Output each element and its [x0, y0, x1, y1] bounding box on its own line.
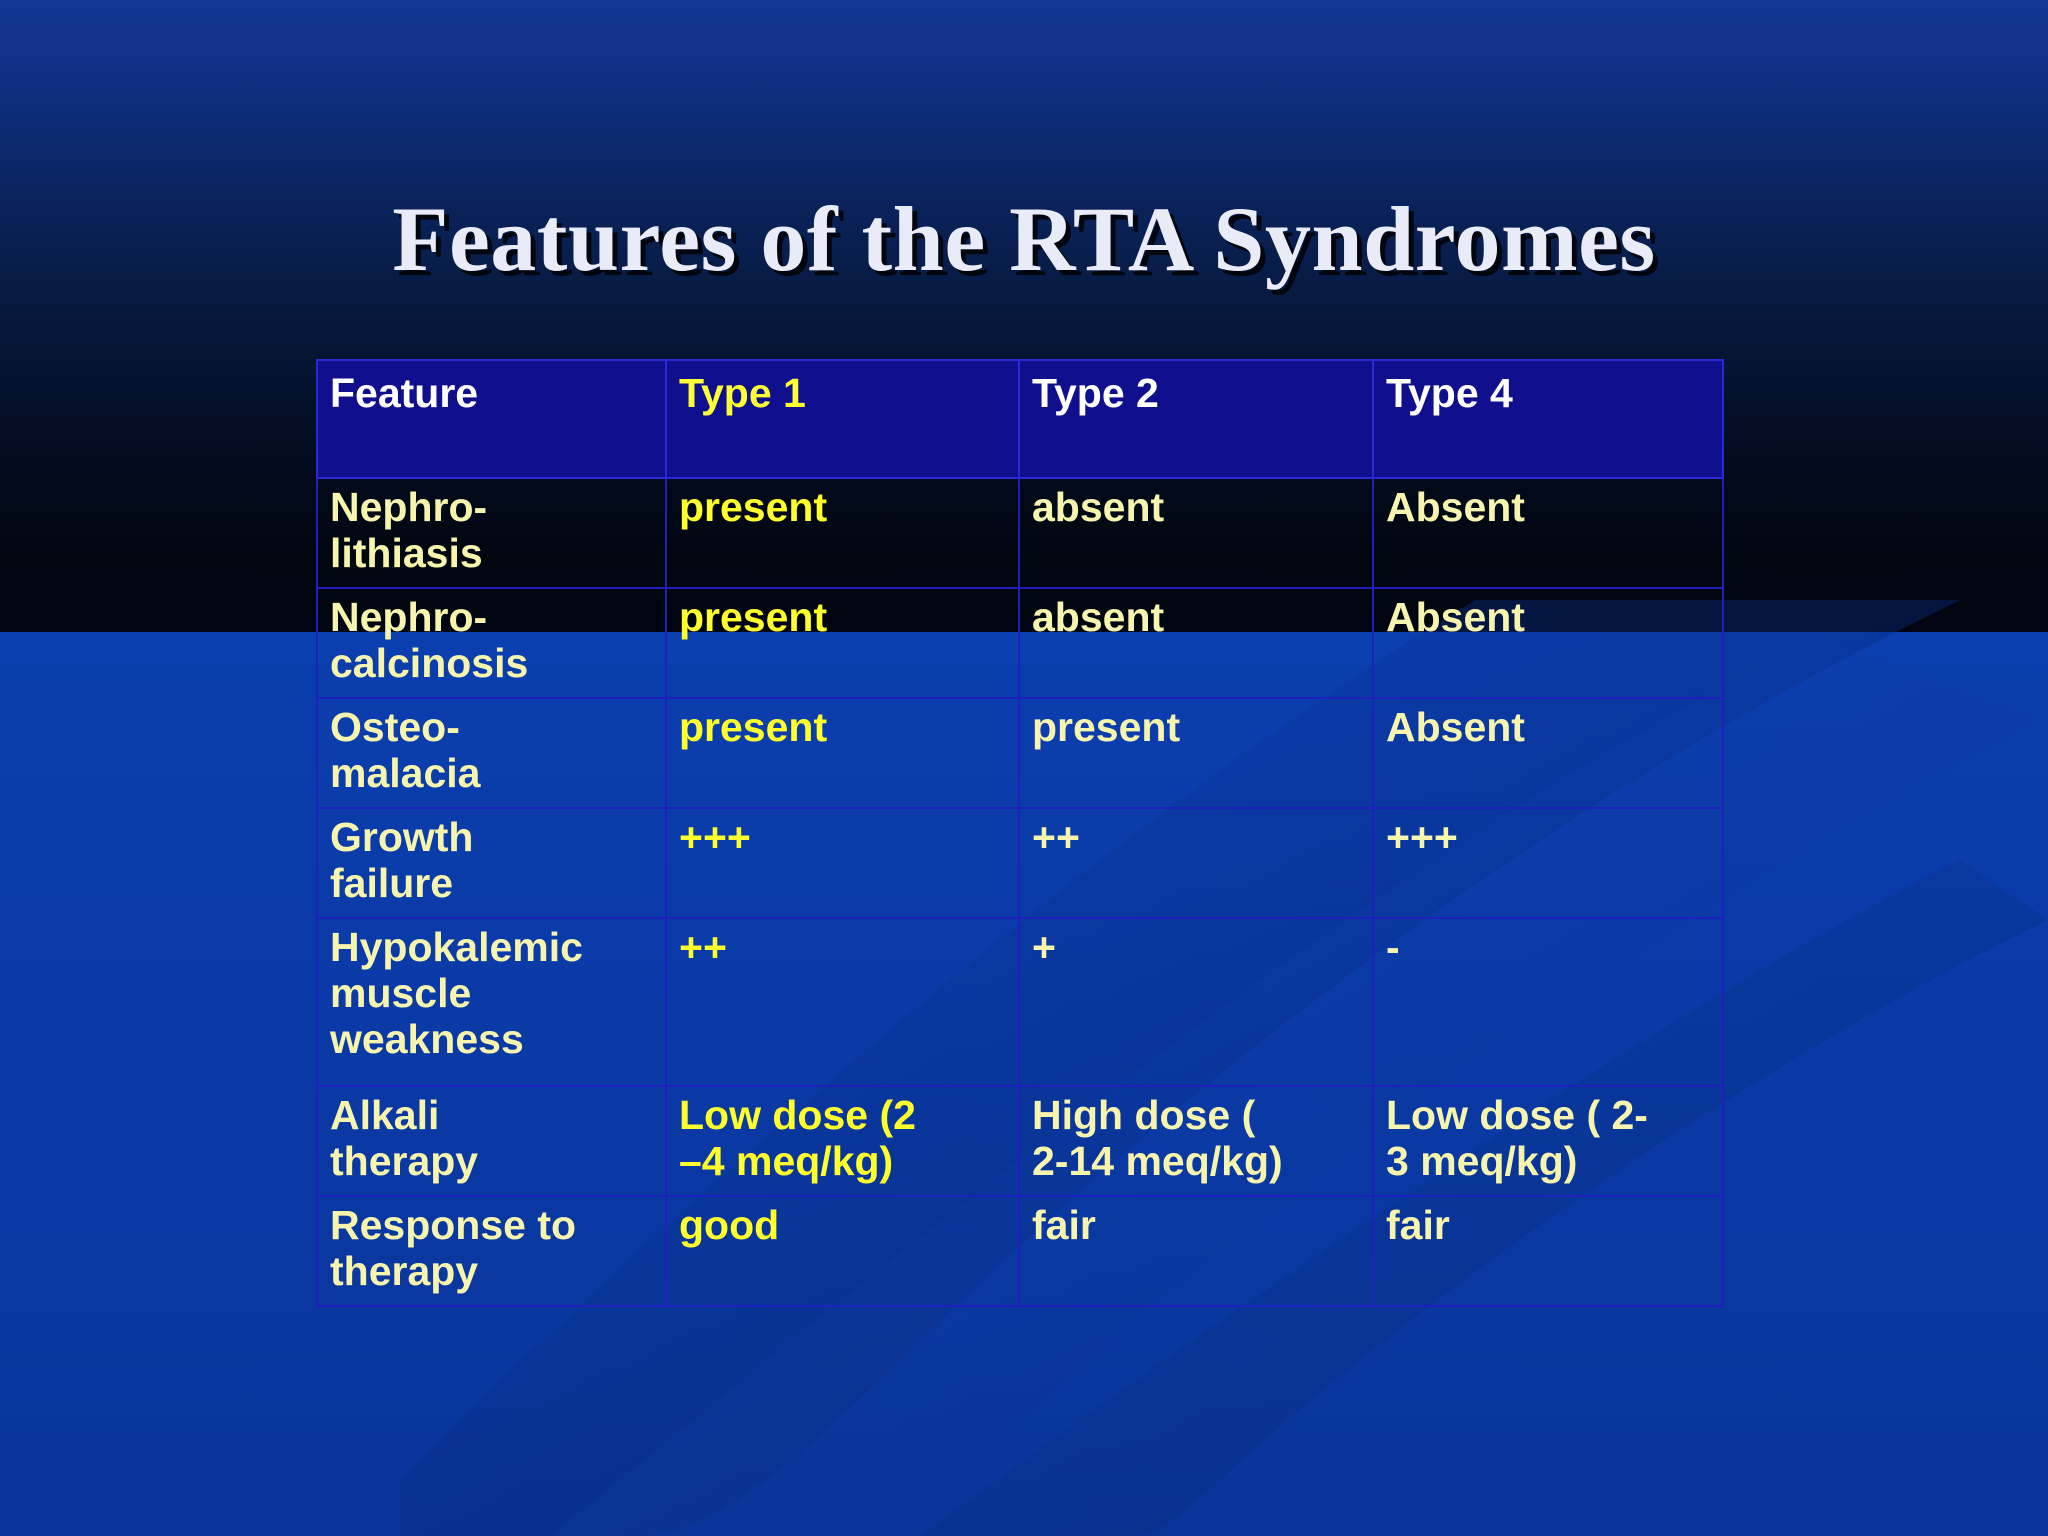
cell-line: therapy: [330, 1247, 479, 1294]
cell-type-2: High dose ( 2-14 meq/kg): [1018, 1085, 1374, 1197]
column-header-type-4: Type 4: [1372, 359, 1724, 479]
cell-line: 3 meq/kg): [1386, 1137, 1578, 1184]
cell-type-1: present: [665, 587, 1020, 699]
cell-type-2: ++: [1018, 807, 1374, 919]
cell-line: muscle: [330, 969, 472, 1016]
table-row: Growth failure +++ ++ +++: [316, 807, 1724, 919]
cell-type-4: fair: [1372, 1195, 1724, 1307]
cell-line: Low dose ( 2-: [1386, 1092, 1648, 1138]
cell-type-4: Low dose ( 2- 3 meq/kg): [1372, 1085, 1724, 1197]
table-row: Alkali therapy Low dose (2 –4 meq/kg) Hi…: [316, 1085, 1724, 1197]
table-header-row: Feature Type 1 Type 2 Type 4: [316, 359, 1724, 479]
cell-line: Growth: [330, 814, 474, 860]
cell-feature: Alkali therapy: [316, 1085, 667, 1197]
cell-line: Osteo-: [330, 704, 460, 750]
cell-type-4: Absent: [1372, 587, 1724, 699]
cell-type-1: good: [665, 1195, 1020, 1307]
cell-type-2: present: [1018, 697, 1374, 809]
cell-line: –4 meq/kg): [679, 1137, 894, 1184]
cell-line: Low dose (2: [679, 1092, 916, 1138]
cell-line: Response to: [330, 1202, 577, 1248]
cell-line: Alkali: [330, 1092, 440, 1138]
cell-line: therapy: [330, 1137, 479, 1184]
cell-feature: Nephro- calcinosis: [316, 587, 667, 699]
page-title: Features of the RTA Syndromes: [392, 187, 1656, 290]
cell-feature: Hypokalemic muscle weakness: [316, 917, 667, 1087]
cell-type-1: present: [665, 477, 1020, 589]
cell-line: 2-14 meq/kg): [1032, 1137, 1283, 1184]
column-header-type-1: Type 1: [665, 359, 1020, 479]
cell-type-1: +++: [665, 807, 1020, 919]
cell-line: lithiasis: [330, 529, 483, 576]
cell-line: Hypokalemic: [330, 924, 583, 970]
cell-type-4: Absent: [1372, 697, 1724, 809]
cell-type-4: Absent: [1372, 477, 1724, 589]
cell-feature: Response to therapy: [316, 1195, 667, 1307]
table-body: Nephro- lithiasis present absent Absent …: [316, 477, 1724, 1307]
table-row: Response to therapy good fair fair: [316, 1195, 1724, 1307]
cell-line: Nephro-: [330, 594, 488, 640]
cell-type-2: absent: [1018, 587, 1374, 699]
cell-type-1: ++: [665, 917, 1020, 1087]
cell-line: Nephro-: [330, 484, 488, 530]
cell-type-1: Low dose (2 –4 meq/kg): [665, 1085, 1020, 1197]
column-header-feature: Feature: [316, 359, 667, 479]
cell-type-2: fair: [1018, 1195, 1374, 1307]
cell-line: weakness: [330, 1015, 524, 1062]
column-header-type-2: Type 2: [1018, 359, 1374, 479]
cell-line: malacia: [330, 749, 481, 796]
cell-feature: Nephro- lithiasis: [316, 477, 667, 589]
table-header: Feature Type 1 Type 2 Type 4: [316, 359, 1724, 479]
table-row: Hypokalemic muscle weakness ++ + -: [316, 917, 1724, 1087]
cell-line: High dose (: [1032, 1092, 1256, 1138]
cell-feature: Growth failure: [316, 807, 667, 919]
table-row: Osteo- malacia present present Absent: [316, 697, 1724, 809]
table-row: Nephro- calcinosis present absent Absent: [316, 587, 1724, 699]
cell-line: failure: [330, 859, 454, 906]
cell-type-4: -: [1372, 917, 1724, 1087]
cell-type-4: +++: [1372, 807, 1724, 919]
cell-type-2: absent: [1018, 477, 1374, 589]
cell-feature: Osteo- malacia: [316, 697, 667, 809]
table-row: Nephro- lithiasis present absent Absent: [316, 477, 1724, 589]
cell-line: calcinosis: [330, 639, 529, 686]
cell-type-2: +: [1018, 917, 1374, 1087]
rta-features-table: Feature Type 1 Type 2 Type 4 Nephro- lit…: [316, 359, 1724, 1307]
cell-type-1: present: [665, 697, 1020, 809]
